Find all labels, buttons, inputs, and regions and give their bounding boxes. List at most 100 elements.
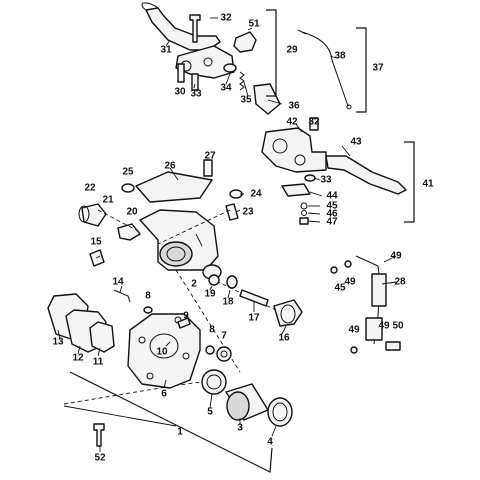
label-12: 12 xyxy=(72,353,84,364)
brake-cable xyxy=(301,31,349,107)
label-1: 1 xyxy=(177,427,183,438)
label-31: 31 xyxy=(160,45,172,56)
label-24: 24 xyxy=(250,189,262,200)
label-35: 35 xyxy=(240,95,252,106)
dust-cap xyxy=(121,183,135,193)
label-41: 41 xyxy=(422,179,434,190)
label-17: 17 xyxy=(248,313,260,324)
seal-7 xyxy=(216,346,232,362)
piston-group xyxy=(201,369,293,427)
banjo-washer-c xyxy=(350,346,358,354)
washer-46 xyxy=(301,210,307,216)
mounting-bolt-52 xyxy=(93,423,105,447)
label-33b: 33 xyxy=(320,175,332,186)
bracket-bolt xyxy=(177,317,191,329)
return-spring xyxy=(239,71,245,91)
label-9: 9 xyxy=(183,311,189,322)
slide-pin-group xyxy=(208,274,303,327)
label-43: 43 xyxy=(350,137,362,148)
cotter-pin xyxy=(191,73,199,91)
adjuster-nut xyxy=(223,63,237,73)
label-36: 36 xyxy=(288,101,300,112)
bleed-screw xyxy=(203,159,213,177)
label-14: 14 xyxy=(112,277,124,288)
pad-retainer-plate xyxy=(135,171,213,203)
label-2: 2 xyxy=(191,279,197,290)
clevis-joint xyxy=(177,63,185,83)
master-cylinder xyxy=(261,127,327,173)
label-45b: 45 xyxy=(334,283,346,294)
label-18: 18 xyxy=(222,297,234,308)
label-7: 7 xyxy=(221,331,227,342)
label-44: 44 xyxy=(326,191,338,202)
pad-pin-clip xyxy=(113,289,131,303)
pin-washer-18 xyxy=(226,275,238,289)
label-42: 42 xyxy=(286,117,298,128)
bolt-washer-8a xyxy=(143,306,153,314)
caliper-assembly-bracket-1 xyxy=(63,405,177,427)
label-11: 11 xyxy=(93,357,104,368)
dust-seal-4 xyxy=(267,397,293,427)
label-37: 37 xyxy=(372,63,384,74)
label-5: 5 xyxy=(207,407,213,418)
label-52: 52 xyxy=(94,453,106,464)
pin-washer-19 xyxy=(208,274,220,286)
slide-pin-sleeve xyxy=(117,223,141,241)
label-3: 3 xyxy=(237,423,243,434)
label-46: 46 xyxy=(326,209,338,220)
assembly-guide-line-1 xyxy=(97,209,141,233)
label-26: 26 xyxy=(164,161,176,172)
piston-seal-5 xyxy=(201,369,227,395)
label-38: 38 xyxy=(334,51,346,62)
label-32b: 32 xyxy=(308,117,320,128)
label-6: 6 xyxy=(161,389,167,400)
label-33a: 33 xyxy=(190,89,202,100)
pivot-bolt xyxy=(189,14,201,43)
bracket-37 xyxy=(356,27,367,113)
label-32a: 32 xyxy=(220,13,232,24)
slide-pin-boot xyxy=(81,203,107,227)
label-28: 28 xyxy=(394,277,406,288)
caliper-mounting-bracket xyxy=(127,313,201,389)
reservoir-cap-bolt xyxy=(309,117,319,131)
label-4: 4 xyxy=(267,437,273,448)
label-13: 13 xyxy=(52,337,64,348)
bleeder-valve xyxy=(225,203,239,221)
caliper-assembly xyxy=(78,159,243,280)
label-15: 15 xyxy=(90,237,102,248)
pin-boot-16 xyxy=(273,299,303,327)
label-49b: 49 xyxy=(344,277,356,288)
label-49a: 49 xyxy=(390,251,402,262)
label-22: 22 xyxy=(84,183,96,194)
label-16: 16 xyxy=(278,333,290,344)
caliper-bracket-group xyxy=(47,289,232,389)
brake-pedal-lever xyxy=(145,7,221,51)
washer-33b xyxy=(304,174,316,182)
label-51: 51 xyxy=(248,19,260,30)
label-50: 50 xyxy=(392,321,404,332)
label-23: 23 xyxy=(242,207,254,218)
banjo-washer-b xyxy=(344,260,352,268)
label-25: 25 xyxy=(122,167,134,178)
label-49d: 49 xyxy=(378,321,390,332)
brake-light-switch xyxy=(281,183,311,197)
assembly-guide-line-2 xyxy=(157,209,231,245)
banjo-washer-a xyxy=(330,266,338,274)
washer-45 xyxy=(300,202,308,210)
part-labels: 32 51 29 38 37 31 34 30 33 35 36 42 32 4… xyxy=(52,13,434,464)
bolt-washer-8b xyxy=(205,345,215,355)
brake-hose-group xyxy=(330,255,401,354)
label-30: 30 xyxy=(174,87,186,98)
assembly-guide-line-4 xyxy=(63,379,217,405)
banjo-bolt xyxy=(385,341,401,351)
rear-brake-lever-assembly xyxy=(141,2,352,115)
pad-shim xyxy=(89,321,115,353)
assembly-line-bottom xyxy=(69,371,273,473)
label-29: 29 xyxy=(286,45,298,56)
label-45a: 45 xyxy=(326,201,338,212)
leader-lines xyxy=(57,17,397,452)
label-49c: 49 xyxy=(348,325,360,336)
label-21: 21 xyxy=(102,195,114,206)
